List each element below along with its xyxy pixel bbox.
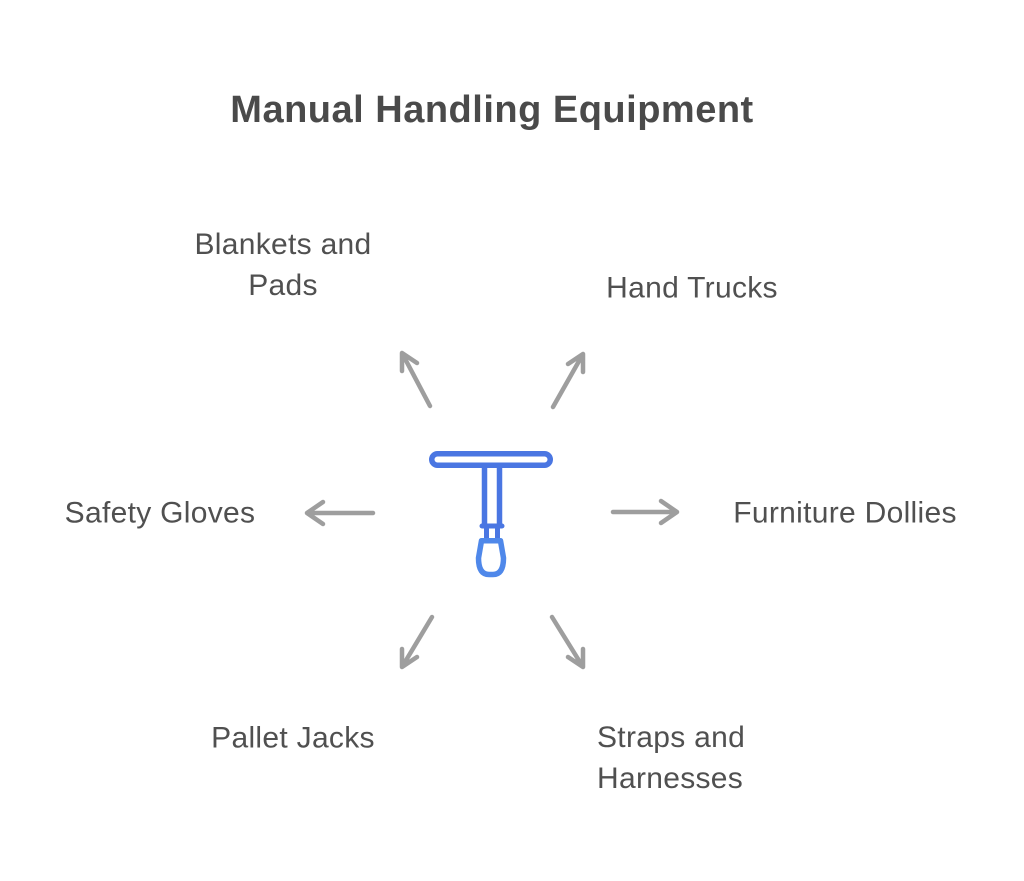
arrow-down-right-icon [549,614,586,670]
tool-shaft [481,463,503,527]
label-pallet-jacks: Pallet Jacks [211,721,375,755]
arrow-down-left-icon [399,614,435,670]
label-hand-trucks: Hand Trucks [606,271,778,305]
tool-handle-bar [429,451,553,468]
page-title: Manual Handling Equipment [230,89,754,131]
arrow-left-icon [304,499,376,527]
arrow-up-right-icon [550,351,586,410]
label-blankets-and-pads: Blankets and Pads [194,228,372,302]
label-straps-and-harnesses: Straps and Harnesses [597,721,746,795]
label-furniture-dollies: Furniture Dollies [733,496,957,530]
tool-neck [484,526,500,541]
label-safety-gloves: Safety Gloves [64,496,256,530]
arrow-up-left-icon [399,350,433,409]
t-handle-tool-icon [429,451,553,578]
tool-socket-tip [475,538,507,578]
arrow-right-icon [610,498,680,526]
